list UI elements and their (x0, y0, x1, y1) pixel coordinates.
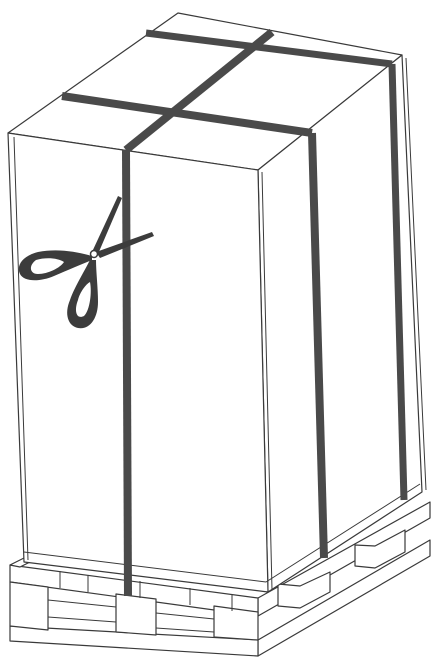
pallet-front-block-left (10, 582, 48, 630)
pallet-front-block-mid (116, 594, 156, 635)
strap-front-vertical (126, 150, 128, 596)
pallet-front-block-right (214, 606, 258, 640)
box-front-face (8, 133, 268, 592)
